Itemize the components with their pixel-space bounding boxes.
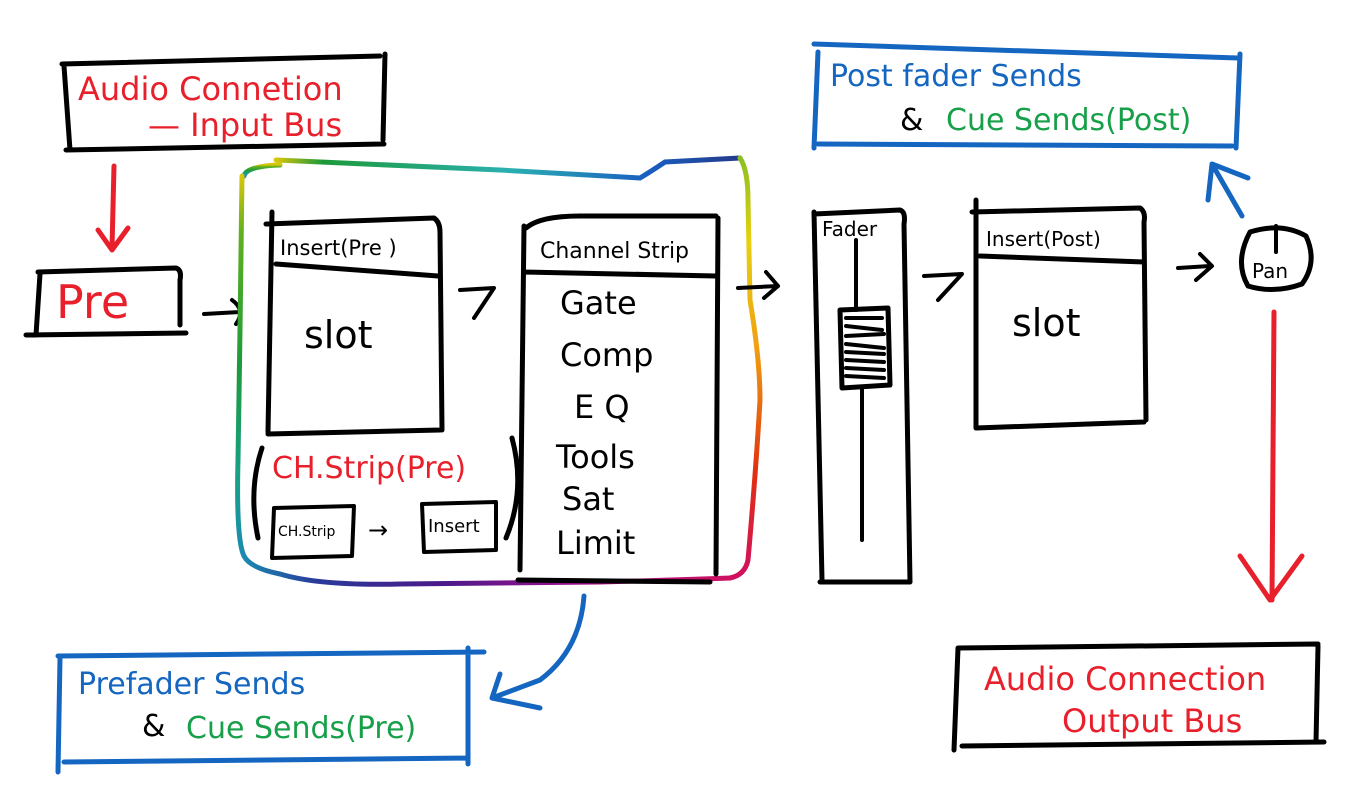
insert-pre-to-strip-arrow (458, 286, 496, 320)
insert-pre-title: Insert(Pre ) (280, 236, 397, 260)
fader-track (854, 238, 864, 542)
channel-strip-item-eq: E Q (574, 388, 630, 426)
ch-strip-box-border (270, 504, 356, 560)
post-fader-sends-amp: & (900, 103, 923, 138)
group-border-right (727, 155, 763, 581)
channel-strip-box: Channel Strip Gate Comp E Q Tools Sat Li… (515, 213, 721, 585)
pre-fader-sends-border (55, 645, 487, 775)
group-border-top-left (241, 162, 283, 179)
output-bus-box: Audio Connection Output Bus (951, 641, 1327, 753)
channel-strip-item-tools: Tools (555, 438, 635, 476)
pre-fader-processing-group (235, 155, 763, 587)
group-border-top (273, 155, 743, 181)
pre-fader-sends-amp: & (142, 709, 165, 744)
pan-to-output-arrow (1237, 309, 1305, 603)
fader-box: Fader (811, 207, 913, 585)
strip-to-fader-arrow (736, 270, 780, 300)
channel-strip-item-sat: Sat (562, 480, 614, 518)
output-bus-line2: Output Bus (1062, 702, 1242, 740)
pre-fader-sends-line2: Cue Sends(Pre) (186, 711, 416, 746)
channel-strip-title: Channel Strip (540, 239, 689, 264)
insert-post-box: Insert(Post) slot (969, 197, 1149, 431)
fader-to-insert-post-arrow (922, 272, 964, 302)
pre-fader-sends-line1: Prefader Sends (78, 667, 305, 702)
input-bus-line2: — Input Bus (148, 106, 342, 144)
channel-strip-border (515, 213, 721, 585)
pre-to-group-arrow (202, 298, 243, 326)
pan-to-post-sends-arrow (1205, 161, 1251, 219)
ch-strip-pre-label: CH.Strip(Pre) (272, 451, 466, 486)
insert-pre-border (263, 209, 445, 437)
insert-box-border (420, 500, 498, 554)
insert-box-label: Insert (428, 516, 480, 537)
post-fader-sends-border (811, 41, 1243, 151)
ch-strip-pre-parens (251, 435, 521, 541)
output-bus-line1: Audio Connection (984, 660, 1266, 698)
fader-border (811, 207, 913, 585)
group-to-pre-sends-arrow (489, 593, 587, 711)
ch-strip-inner-arrow: → (368, 516, 388, 544)
pan-knob[interactable]: Pan (1239, 224, 1314, 292)
post-fader-sends-box: Post fader Sends & Cue Sends(Post) (811, 41, 1243, 151)
post-fader-sends-line2: Cue Sends(Post) (946, 103, 1191, 138)
input-to-pre-arrow (95, 163, 131, 253)
fader-knob[interactable] (837, 305, 893, 391)
output-bus-border (951, 641, 1327, 753)
insert-pre-box: Insert(Pre ) slot (263, 209, 445, 437)
pre-fader-sends-box: Prefader Sends & Cue Sends(Pre) (55, 645, 487, 775)
input-bus-border (59, 51, 388, 153)
fader-title: Fader (822, 217, 878, 241)
group-border-left (235, 173, 247, 559)
post-fader-sends-line1: Post fader Sends (830, 59, 1082, 94)
insert-post-border (969, 197, 1149, 431)
input-bus-box: Audio Connetion — Input Bus (59, 51, 388, 153)
pre-label: Pre (56, 275, 129, 329)
pan-label: Pan (1252, 259, 1288, 283)
insert-post-slot: slot (1012, 301, 1081, 345)
insert-post-to-pan-arrow (1176, 252, 1214, 282)
channel-strip-item-limit: Limit (556, 524, 635, 562)
channel-strip-item-gate: Gate (560, 284, 637, 322)
insert-pre-slot: slot (304, 313, 373, 357)
channel-strip-item-comp: Comp (560, 336, 653, 374)
input-bus-line1: Audio Connetion (78, 70, 343, 108)
pre-box: Pre (23, 265, 189, 338)
ch-strip-box-label: CH.Strip (278, 524, 336, 540)
pan-circle (1239, 225, 1314, 292)
insert-post-title: Insert(Post) (986, 227, 1101, 251)
ch-strip-pre-group: CH.Strip(Pre) CH.Strip → Insert (251, 435, 521, 560)
pre-border (23, 265, 189, 338)
